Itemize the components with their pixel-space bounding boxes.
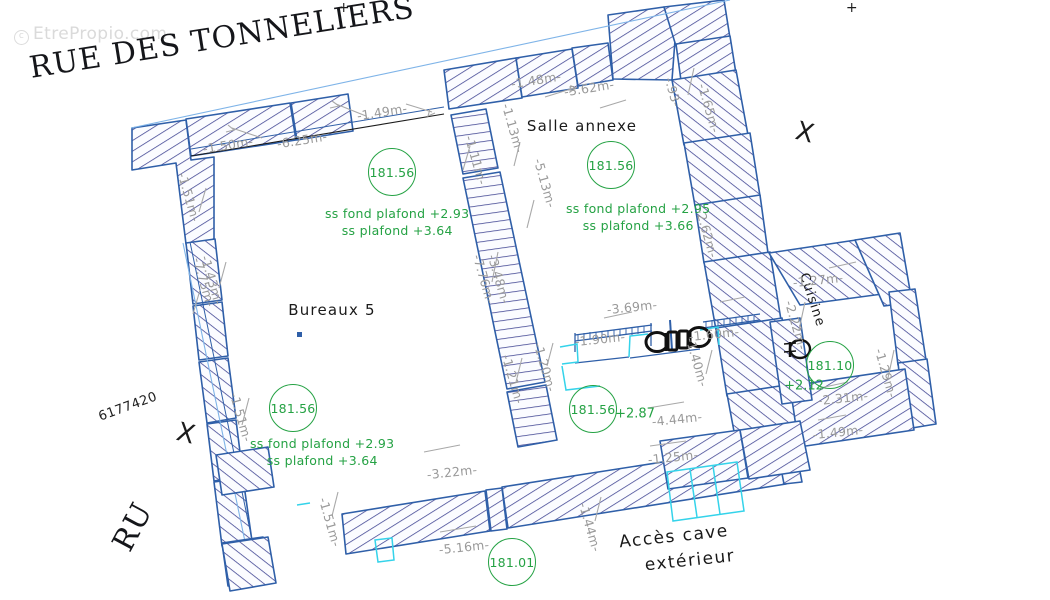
copyright-icon: c <box>14 30 29 45</box>
wc-fixtures <box>644 326 712 353</box>
dimension-arrows <box>192 67 895 533</box>
sink-fixture <box>783 338 812 360</box>
watermark: c EtrePropio.com <box>14 24 167 45</box>
wall-hatched-blocks <box>130 0 937 592</box>
watermark-text: EtrePropio.com <box>33 24 168 44</box>
interior-partitions <box>574 313 761 364</box>
point-marker <box>297 332 302 337</box>
